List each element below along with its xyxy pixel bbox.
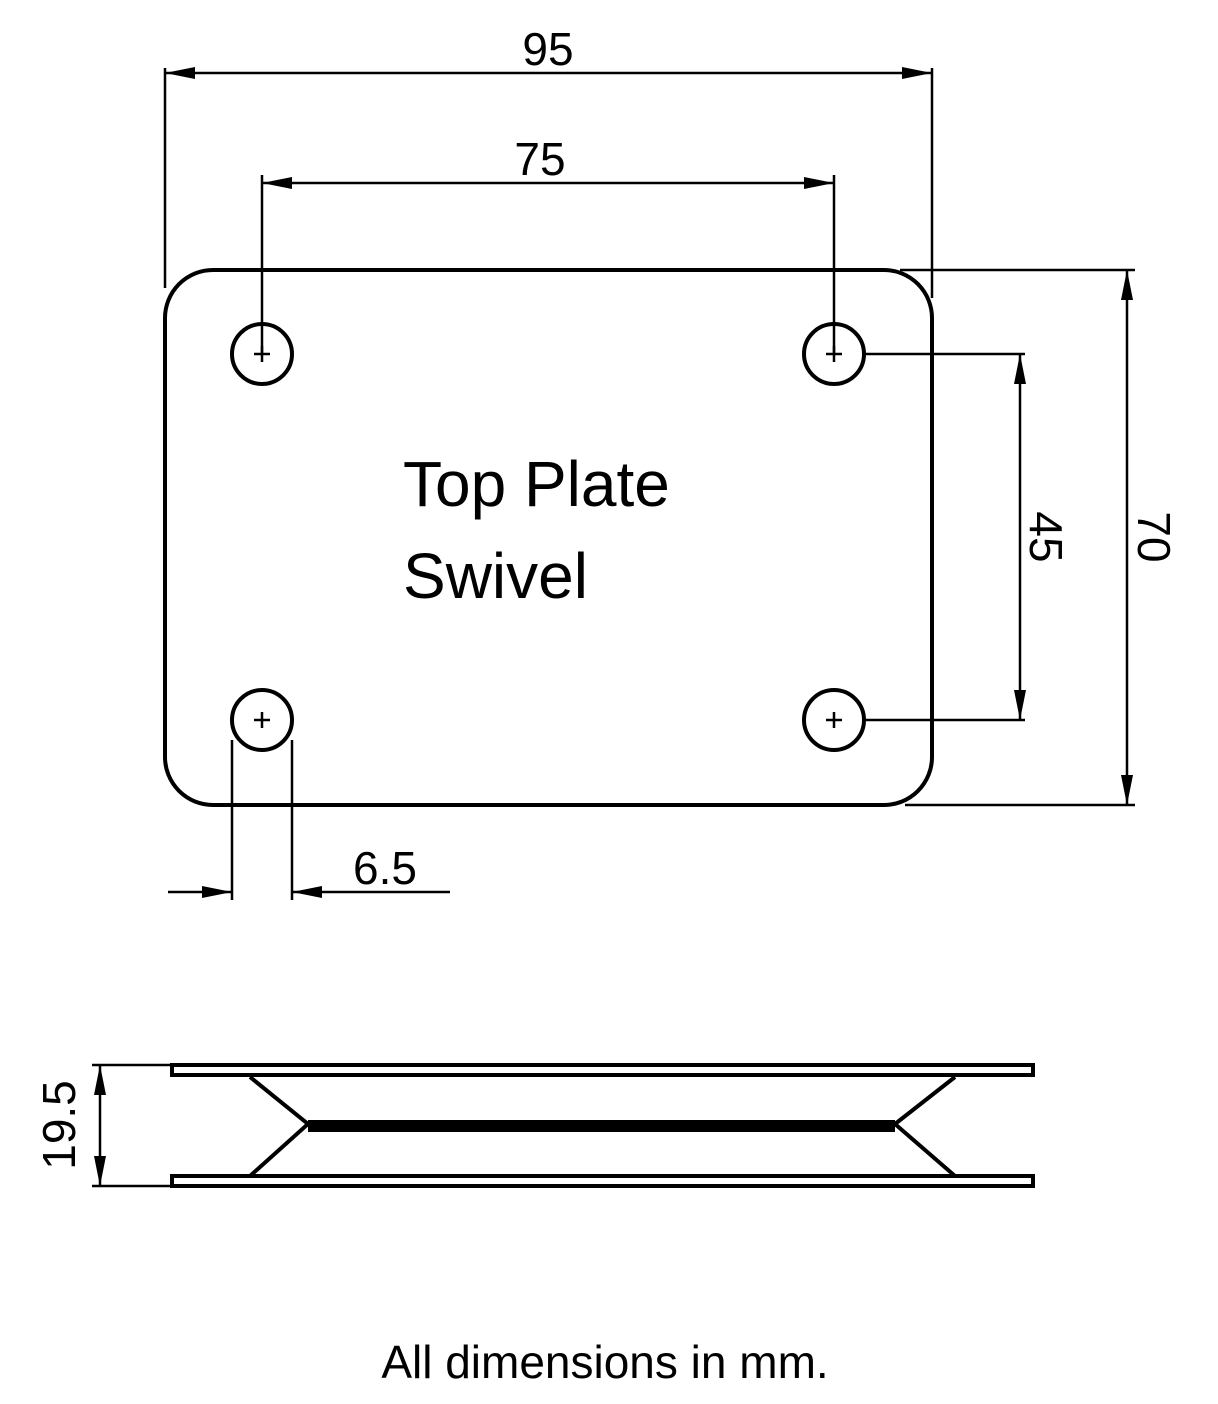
dimension-height: 19.5 — [33, 1063, 172, 1188]
dimension-overall-length: 95 — [163, 23, 934, 298]
dimension-label: 95 — [522, 23, 573, 75]
side-view — [170, 1063, 1035, 1188]
dimension-hole-spacing-length: 75 — [260, 133, 836, 354]
hole — [802, 688, 866, 752]
plate-outline — [163, 268, 934, 807]
dimension-hole-diameter: 6.5 — [168, 740, 450, 900]
dimension-overall-width: 70 — [900, 268, 1180, 807]
mounting-holes — [230, 322, 866, 752]
dimension-hole-spacing-width: 45 — [864, 352, 1072, 722]
dimension-label: 75 — [514, 133, 565, 185]
dimension-label: 6.5 — [353, 842, 417, 894]
plate-title-line1: Top Plate — [403, 448, 670, 520]
dimension-label: 45 — [1020, 511, 1072, 562]
dimension-label: 19.5 — [33, 1080, 85, 1170]
hole — [230, 688, 294, 752]
plate-title-line2: Swivel — [403, 540, 588, 612]
dimension-label: 70 — [1128, 511, 1180, 562]
units-note: All dimensions in mm. — [381, 1336, 828, 1388]
